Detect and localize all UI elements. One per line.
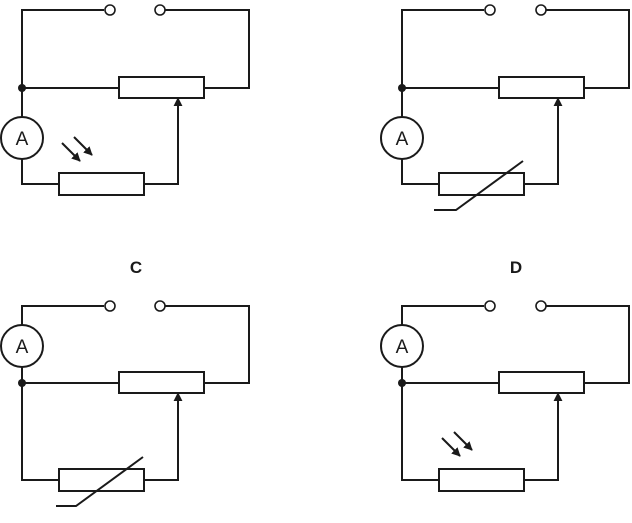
circuit-top-left: A [0, 4, 250, 196]
wire [21, 383, 59, 481]
wire [524, 106, 559, 185]
ammeter-label: A [16, 129, 29, 150]
light-arrow-icon [453, 431, 473, 451]
circuit-c: A [0, 300, 250, 507]
wire [401, 9, 484, 88]
switch-terminal [104, 4, 116, 16]
rheostat [118, 76, 205, 99]
switch-terminal [535, 4, 547, 16]
wire [401, 159, 439, 185]
circuit-d: A [380, 300, 630, 492]
wire [546, 9, 630, 89]
wire [165, 305, 250, 384]
switch-terminal [535, 300, 547, 312]
rheostat [498, 76, 585, 99]
wire [546, 305, 630, 384]
wire [401, 383, 439, 481]
wire [165, 9, 250, 89]
rheostat [118, 371, 205, 394]
wire [524, 401, 559, 481]
wire [21, 9, 104, 88]
thermistor-slash [434, 160, 524, 211]
switch-terminal [484, 300, 496, 312]
light-arrow-icon [61, 142, 81, 162]
ammeter-label: A [396, 129, 409, 150]
switch-terminal [154, 300, 166, 312]
light-arrow-icon [73, 136, 93, 156]
panel-label-c: C [130, 258, 142, 277]
light-arrow-icon [441, 437, 461, 457]
thermistor-slash [56, 456, 144, 507]
panel-label-d: D [510, 258, 522, 277]
wire [144, 401, 179, 481]
ammeter-label: A [396, 337, 409, 358]
light-dependent-resistor [58, 172, 145, 196]
wire [144, 106, 179, 185]
wire [401, 305, 484, 325]
light-dependent-resistor [438, 468, 525, 492]
circuit-top-right: A [380, 4, 630, 211]
rheostat [498, 371, 585, 394]
wire [21, 159, 59, 185]
switch-terminal [484, 4, 496, 16]
switch-terminal [154, 4, 166, 16]
ammeter-label: A [16, 337, 29, 358]
switch-terminal [104, 300, 116, 312]
wire [21, 305, 104, 325]
